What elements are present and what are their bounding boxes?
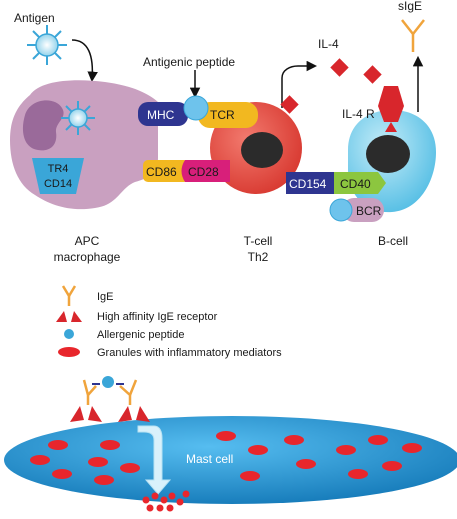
granule-icon — [52, 469, 72, 479]
il4-cytokine-icon — [363, 65, 382, 84]
cd14-label: CD14 — [44, 178, 72, 190]
il4-receptor-tail — [385, 122, 397, 132]
granule-icon — [296, 459, 316, 469]
legend-item: IgE — [97, 291, 114, 303]
granule-icon — [30, 455, 50, 465]
tr4-cd14-receptor — [32, 158, 84, 194]
granule-icon — [240, 471, 260, 481]
granule-icon — [176, 498, 184, 506]
granule-icon — [336, 445, 356, 455]
granule-icon — [94, 475, 114, 485]
cd86-label: CD86 — [146, 165, 177, 179]
allergenic-peptide-icon — [102, 376, 114, 388]
granules — [30, 431, 422, 485]
antigenic-peptide-label: Antigenic peptide — [143, 55, 235, 69]
antigenic-peptide-icon — [183, 95, 209, 121]
bcr-molecule — [342, 198, 384, 222]
tcr-label: TCR — [210, 108, 235, 122]
granule-icon — [48, 440, 68, 450]
sige-antibody-icon — [401, 19, 425, 52]
granule-icon — [284, 435, 304, 445]
cd28-molecule — [181, 160, 230, 182]
macrophage-label: macrophage — [54, 250, 121, 264]
released-granules — [142, 490, 190, 512]
t-cell-label: T-cell — [244, 234, 273, 248]
apc-label: APC — [75, 234, 100, 248]
ige-receptor-icon — [70, 406, 150, 422]
granule-icon — [248, 445, 268, 455]
sige-label: sIgE — [398, 0, 422, 13]
ige-receptor-icon — [56, 311, 82, 322]
granule-icon — [146, 504, 154, 512]
tcr-molecule — [198, 102, 258, 128]
cd40-label: CD40 — [340, 177, 371, 191]
cd28-label: CD28 — [188, 165, 219, 179]
mast-cell-label: Mast cell — [186, 452, 233, 466]
granule-icon — [166, 504, 174, 512]
granule-icon — [151, 492, 159, 500]
legend-item: Granules with inflammatory mediators — [97, 347, 282, 359]
granule-icon — [58, 347, 80, 357]
degranulation-arrow — [137, 425, 172, 495]
bcr-label: BCR — [356, 204, 382, 218]
allergenic-peptide-icon — [64, 329, 74, 339]
apc-nucleus — [22, 100, 64, 151]
granule-icon — [156, 504, 164, 512]
antigen-icon — [27, 25, 67, 65]
bcr-antigen-icon — [329, 198, 353, 222]
mhc-label: MHC — [147, 108, 175, 122]
granule-icon — [88, 457, 108, 467]
granule-icon — [120, 463, 140, 473]
tr4-label: TR4 — [48, 163, 69, 175]
granule-icon — [168, 492, 176, 500]
th2-label: Th2 — [248, 250, 269, 264]
t-cell-nucleus — [241, 132, 283, 168]
il4-cytokine-icon — [280, 95, 299, 114]
granule-icon — [402, 443, 422, 453]
legend: IgE High affinity IgE receptor Allergeni… — [56, 285, 282, 359]
cd154-molecule — [286, 172, 336, 194]
internalized-antigen-icon — [61, 101, 95, 135]
granule-icon — [182, 490, 190, 498]
ige-antibody-icon — [82, 379, 138, 405]
granule-icon — [382, 461, 402, 471]
b-cell-label: B-cell — [378, 234, 408, 248]
cd86-molecule — [143, 160, 189, 182]
granule-icon — [100, 440, 120, 450]
cd154-label: CD154 — [289, 177, 327, 191]
granule-icon — [368, 435, 388, 445]
mast-cell — [4, 416, 457, 504]
ige-antibody-icon — [61, 285, 77, 306]
il4-label: IL-4 — [318, 37, 339, 51]
cd40-molecule — [334, 172, 386, 194]
granule-icon — [160, 496, 168, 504]
granule-icon — [142, 496, 150, 504]
legend-item: High affinity IgE receptor — [97, 311, 218, 323]
granule-icon — [216, 431, 236, 441]
antigen-uptake-arrow — [71, 39, 98, 83]
antigen-label: Antigen — [14, 11, 55, 25]
il4-cytokine-icon — [330, 58, 349, 77]
mhc-molecule — [138, 102, 188, 126]
il4-receptor-icon — [378, 86, 404, 122]
legend-item: Allergenic peptide — [97, 329, 184, 341]
b-cell-nucleus — [366, 135, 410, 173]
il4-secretion-arrow — [281, 60, 318, 108]
granule-icon — [348, 469, 368, 479]
il4r-label: IL-4 R — [342, 107, 375, 121]
